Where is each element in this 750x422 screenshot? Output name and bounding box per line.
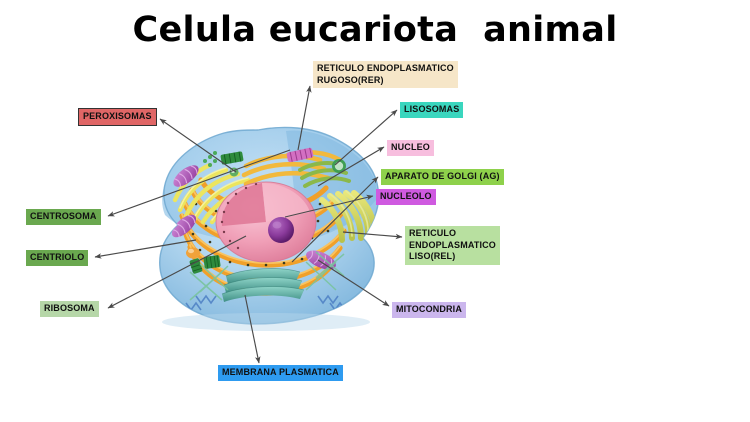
label-centriolo: CENTRIOLO <box>26 250 89 266</box>
label-reticulo-endoplasmatico-rugoso: RETICULO ENDOPLASMATICO RUGOSO(RER) <box>313 61 458 88</box>
label-lisosomas: LISOSOMAS <box>400 102 464 118</box>
vesicle-left <box>186 247 200 259</box>
mitochondrion-left <box>171 214 197 238</box>
label-peroxisomas: PEROXISOMAS <box>78 108 157 126</box>
peroxisome <box>229 167 239 177</box>
label-nucleolo: NUCLEOLO <box>376 189 436 205</box>
label-mitocondria: MITOCONDRIA <box>392 302 466 318</box>
label-aparato-de-golgi: APARATO DE GOLGI (AG) <box>381 169 504 185</box>
label-nucleo: NUCLEO <box>387 140 434 156</box>
centrosome <box>286 147 314 163</box>
label-membrana-plasmatica: MEMBRANA PLASMATICA <box>218 365 343 381</box>
cell-shadow <box>162 313 370 331</box>
nucleus <box>215 181 317 263</box>
lysosome-top-right <box>332 159 346 173</box>
label-centrosoma: CENTROSOMA <box>26 209 101 225</box>
label-reticulo-endoplasmatico-liso: RETICULO ENDOPLASMATICO LISO(REL) <box>405 226 500 265</box>
nucleolus <box>268 217 294 243</box>
label-ribosoma: RIBOSOMA <box>40 301 99 317</box>
page-title: Celula eucariota animal <box>132 10 618 50</box>
